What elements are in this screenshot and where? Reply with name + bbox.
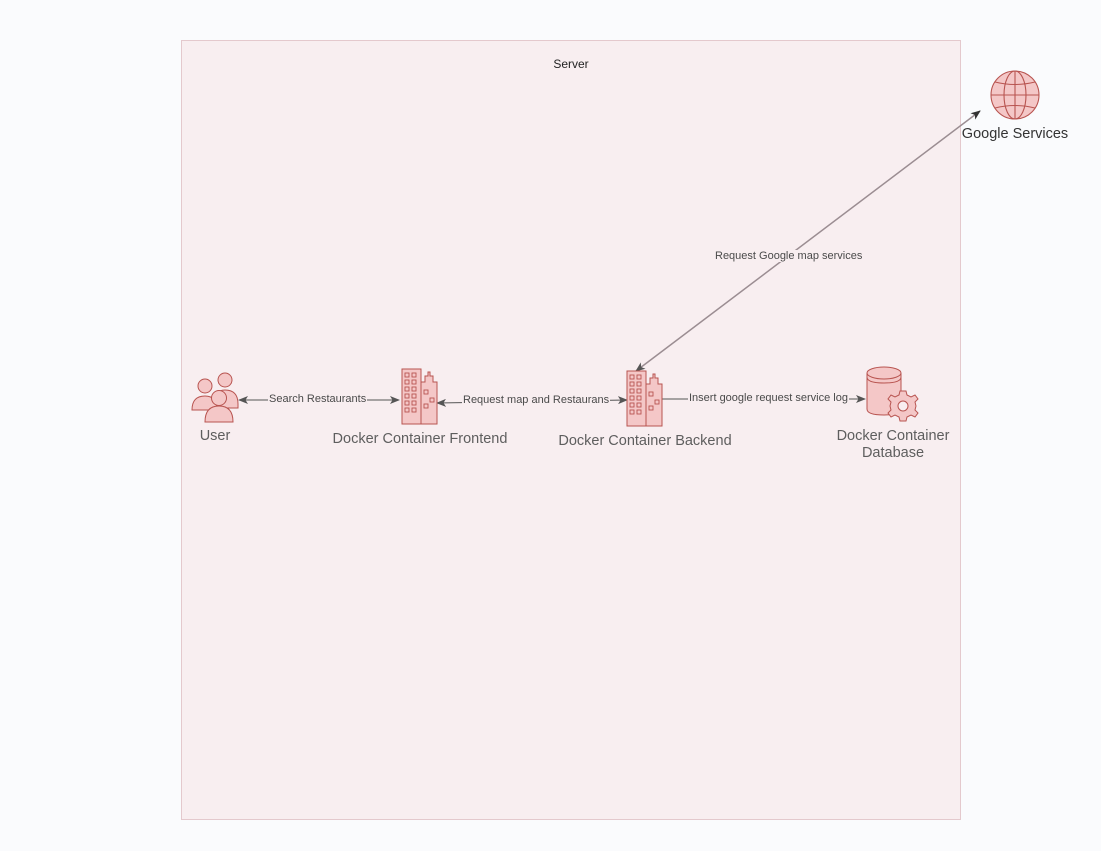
database-label-line1: Docker Container [836,428,950,444]
edge-label-insert-log: Insert google request service log [688,392,849,404]
building-icon[interactable] [626,370,663,427]
backend-label: Docker Container Backend [558,433,732,449]
database-gear-icon[interactable] [865,366,921,423]
edge-label-request-map: Request map and Restaurans [462,394,611,406]
user-label: User [199,428,231,444]
database-label: Docker Container Database [823,428,963,462]
database-label-line2: Database [861,445,925,461]
edge-label-search-restaurants: Search Restaurants [268,393,368,405]
server-title: Server [553,57,589,71]
google-label: Google Services [961,126,1069,142]
users-icon[interactable] [191,370,241,423]
frontend-label: Docker Container Frontend [332,431,508,447]
edge-backend-google[interactable] [635,110,981,372]
globe-icon[interactable] [989,69,1041,121]
edge-label-google-services: Request Google map services [714,250,864,262]
building-icon[interactable] [401,368,438,425]
